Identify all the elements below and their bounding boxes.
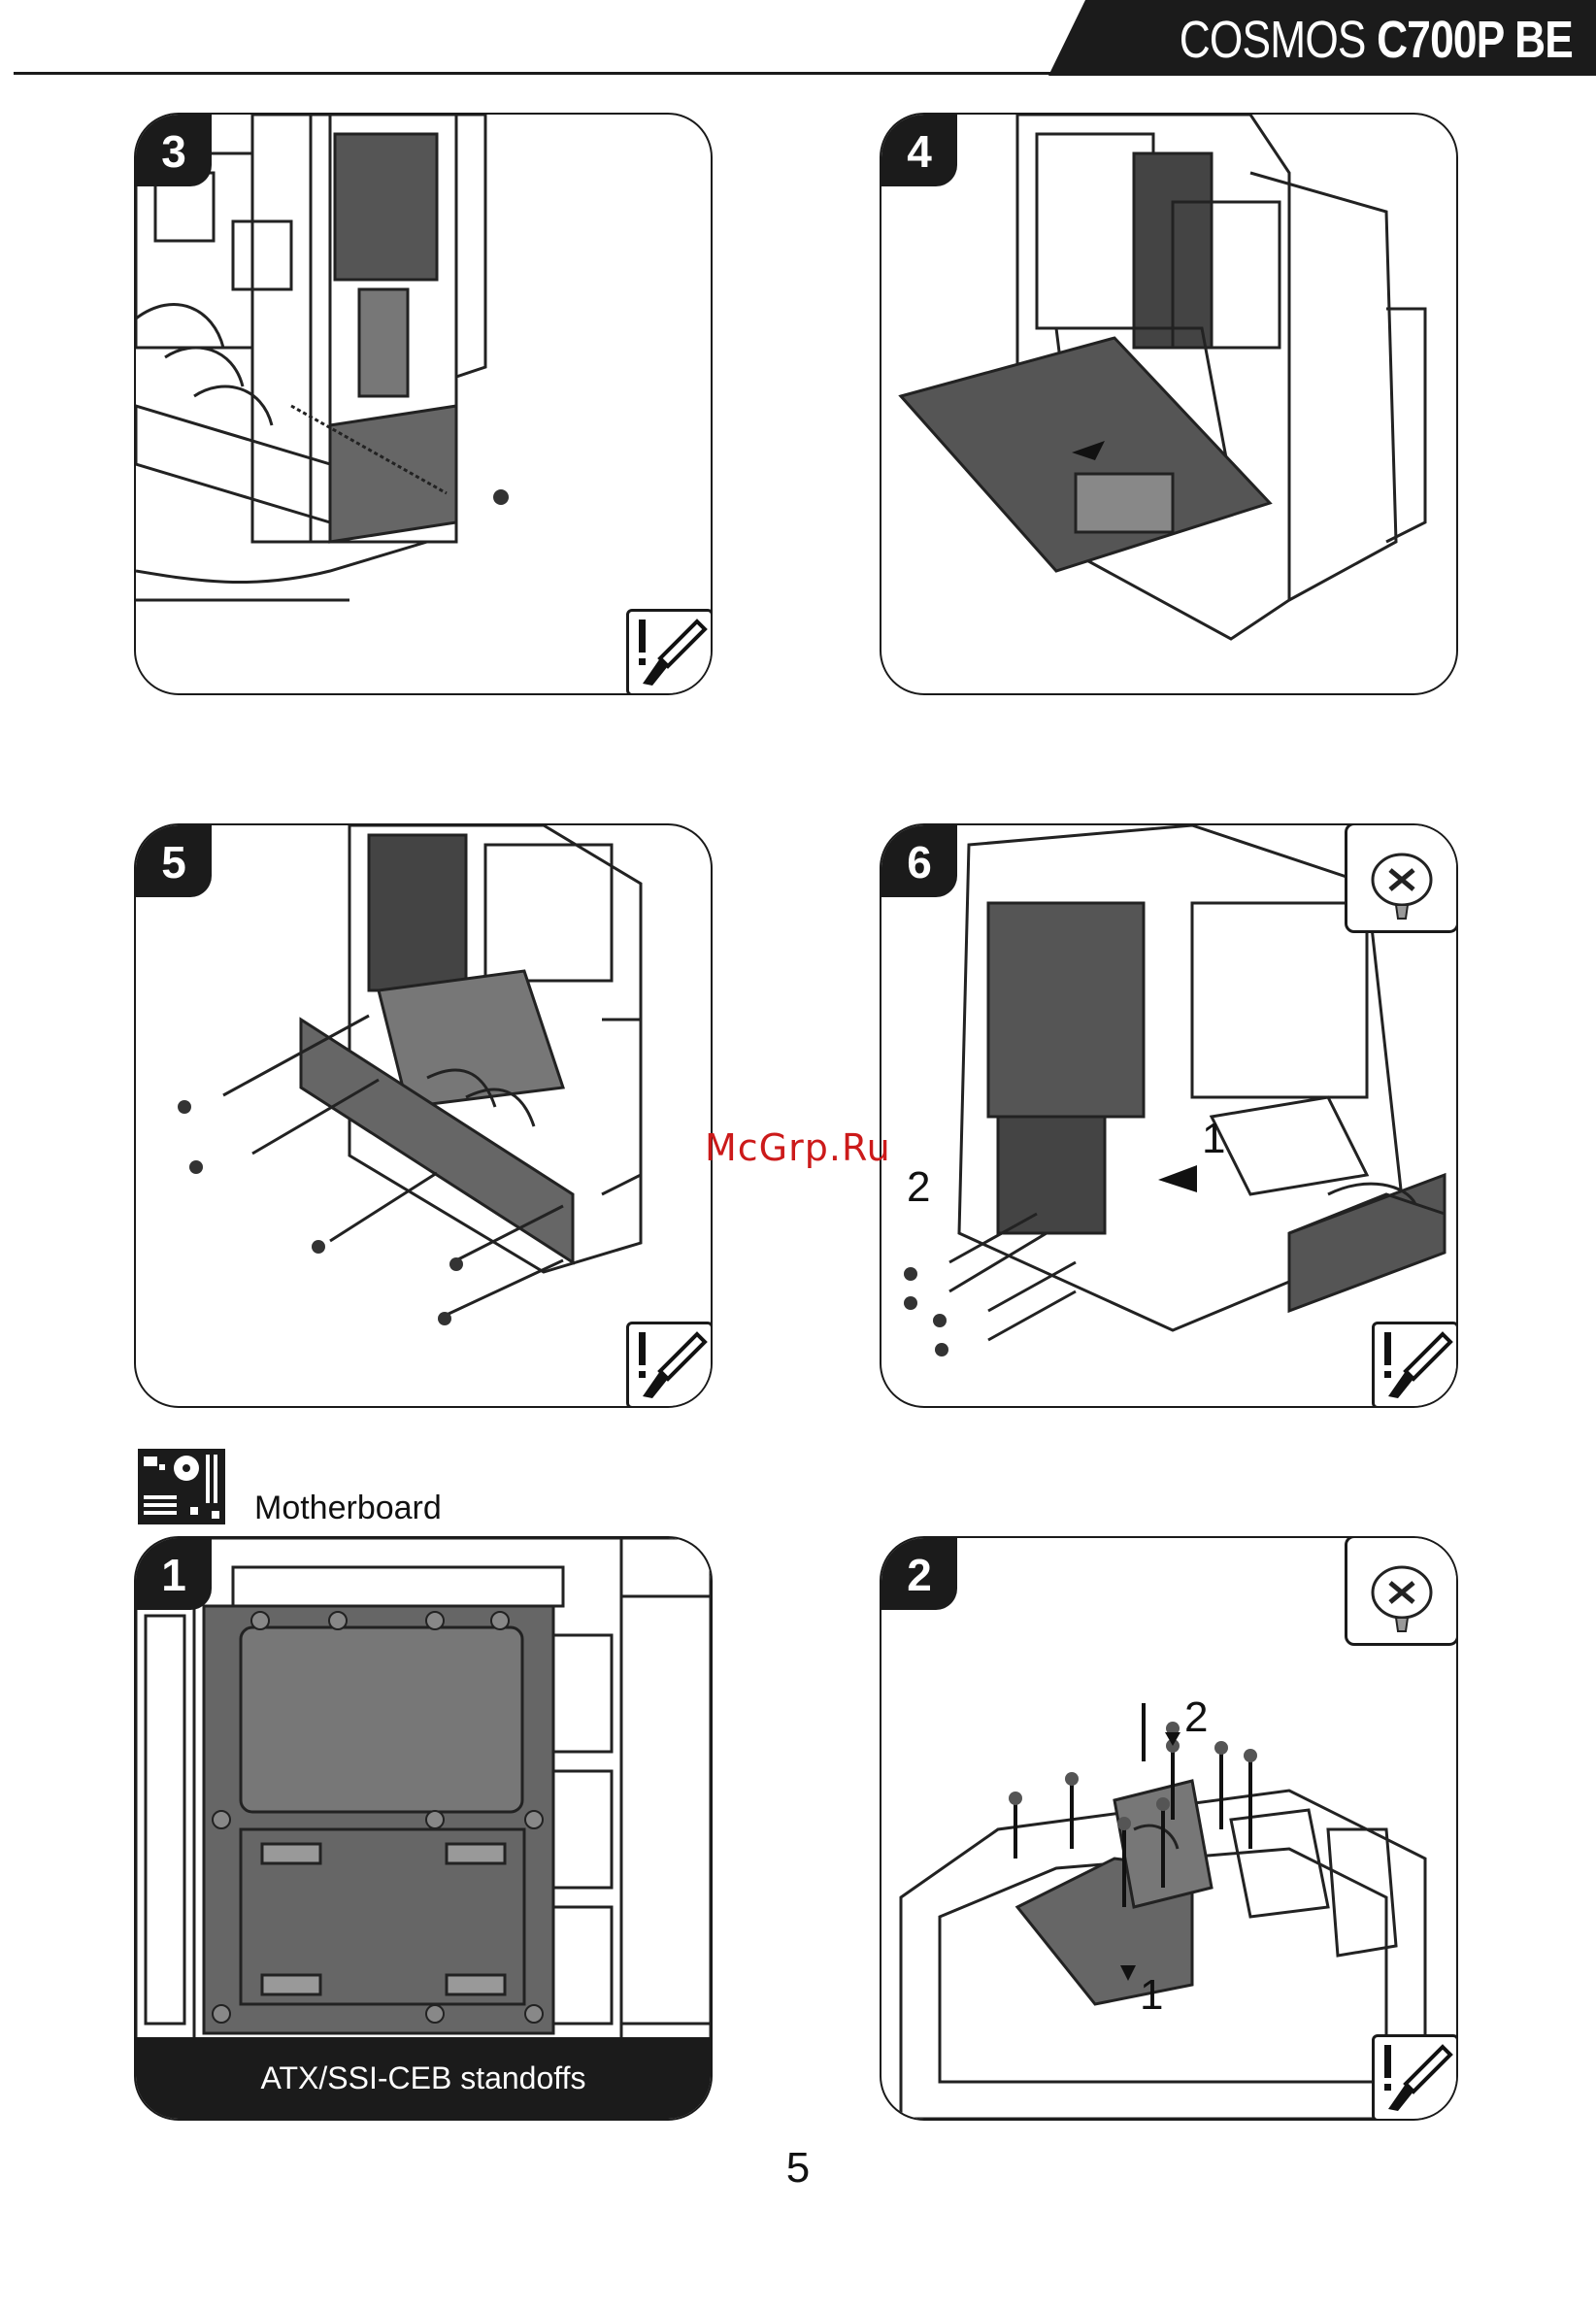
page-number: 5 [0, 2144, 1596, 2193]
standoffs-caption: ATX/SSI-CEB standoffs [136, 2037, 711, 2119]
callout-1: 1 [1202, 1115, 1225, 1163]
step-4-panel: 4 [880, 113, 1458, 695]
section-label: Motherboard [254, 1490, 442, 1527]
step-number-badge: 3 [136, 115, 212, 186]
step-number-badge: 1 [136, 1538, 212, 1610]
step-2-panel: 2 2 1 [880, 1536, 1458, 2121]
screwdriver-caution-icon [626, 609, 713, 695]
product-title: COSMOS C700P BE [1159, 0, 1573, 76]
step-3-panel: 3 [134, 113, 713, 695]
step-1-illustration [136, 1538, 711, 2119]
screw-icon [1345, 1536, 1458, 1646]
screwdriver-caution-icon [626, 1322, 713, 1408]
callout-1: 1 [1140, 1971, 1163, 2020]
step-number-badge: 4 [881, 115, 957, 186]
header-rule [14, 72, 1083, 75]
step-5-panel: 5 [134, 823, 713, 1408]
step-number-badge: 5 [136, 825, 212, 897]
step-number-badge: 2 [881, 1538, 957, 1610]
callout-2: 2 [1184, 1693, 1208, 1742]
step-1-panel: 1 ATX/SSI-CEB standoffs [134, 1536, 713, 2121]
screwdriver-caution-icon [1372, 1322, 1458, 1408]
model-name: C700P BE [1377, 11, 1573, 69]
step-3-illustration [136, 115, 711, 693]
step-5-illustration [136, 825, 711, 1406]
screw-icon [1345, 823, 1458, 933]
callout-2: 2 [907, 1163, 930, 1212]
motherboard-icon [136, 1447, 227, 1526]
step-number-badge: 6 [881, 825, 957, 897]
screwdriver-caution-icon [1372, 2034, 1458, 2121]
brand-name: COSMOS [1180, 11, 1366, 69]
watermark-text: McGrp.Ru [705, 1126, 891, 1169]
step-4-illustration [881, 115, 1456, 693]
step-6-panel: 6 1 2 [880, 823, 1458, 1408]
